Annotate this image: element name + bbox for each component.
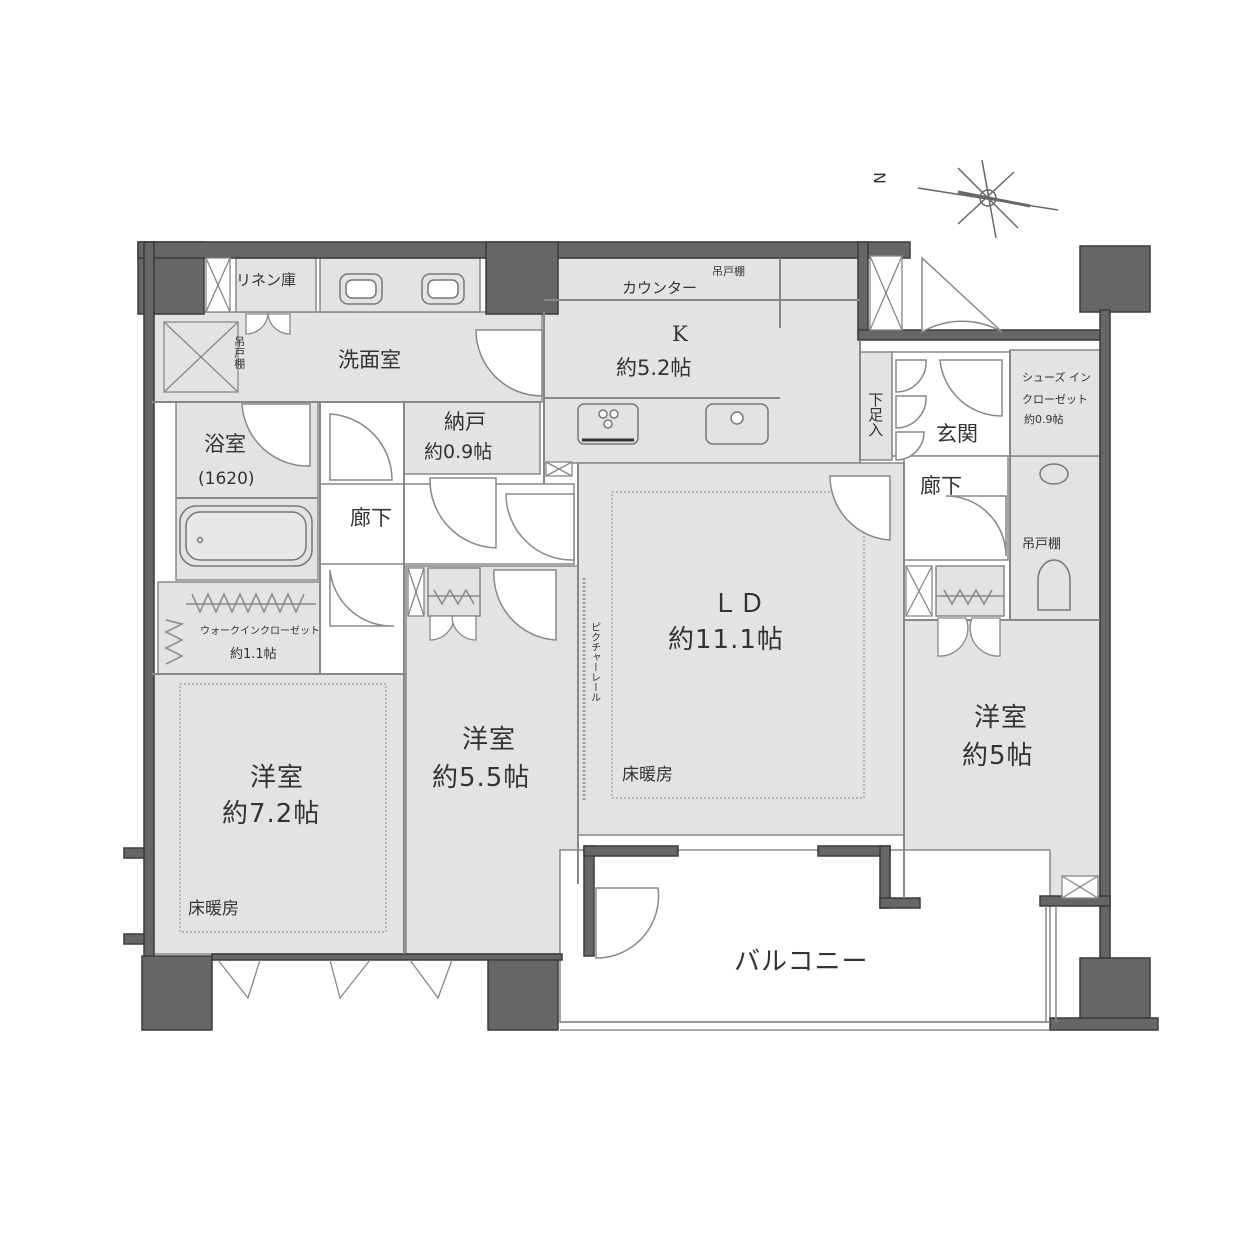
bath-size: (1620): [198, 469, 255, 489]
ld-floor: [577, 462, 905, 836]
column-top-right: [1079, 245, 1151, 313]
linen-floor: [235, 257, 317, 313]
linen-label: リネン庫: [236, 271, 297, 289]
western1-label: 洋室: [250, 763, 305, 793]
kitchen-label: K: [672, 322, 688, 346]
western1-floor-heating: 床暖房: [188, 899, 239, 919]
pipe-spaces: [163, 255, 1099, 899]
shoebox-label: 下足入: [866, 392, 885, 437]
balcony-rail: [560, 906, 1057, 1031]
western2-label: 洋室: [462, 725, 517, 755]
entrance-label: 玄関: [936, 422, 978, 446]
western1-size: 約7.2帖: [222, 799, 321, 829]
western2-size: 約5.5帖: [432, 763, 531, 793]
walls: [123, 241, 1159, 1031]
compass-rose-icon: [917, 159, 1059, 239]
floor-heating-zones: [179, 491, 865, 933]
column-bottom-right: [1079, 957, 1151, 1029]
shoebox-floor: [859, 351, 893, 461]
storage-size: 約0.9帖: [424, 441, 493, 463]
closet-hangers: [164, 565, 1005, 665]
column-bottom-mid: [487, 955, 559, 1031]
toilet-icon: [1037, 559, 1071, 611]
kitchen-size: 約5.2帖: [616, 356, 692, 380]
closet-doors: [217, 313, 1001, 1000]
walkin-label: ウォークインクローゼット: [200, 626, 320, 637]
shoe-closet-size: 約0.9帖: [1024, 413, 1064, 426]
column-bottom-left: [141, 955, 213, 1031]
ld-size: 約11.1帖: [668, 625, 784, 655]
walkin-size: 約1.1帖: [230, 647, 277, 662]
compass-north-label: N: [870, 172, 889, 184]
western1-floor: [151, 673, 407, 955]
toilet-shelf-label: 吊戸棚: [1022, 537, 1062, 552]
fixtures: [179, 273, 1071, 611]
shoe-closet-line1: シューズ イン: [1022, 371, 1091, 384]
bath-label: 浴室: [204, 432, 246, 456]
storage-floor: [403, 401, 541, 475]
column-top-mid: [485, 241, 559, 315]
washroom-shelf-label: 吊戸棚: [232, 336, 246, 369]
picture-rail-label: ピクチャーレール: [588, 622, 600, 702]
ld-floor-heating: 床暖房: [622, 765, 673, 785]
hallway-left-label: 廊下: [350, 506, 392, 530]
toilet-tank-icon: [1039, 463, 1069, 485]
balcony-label: バルコニー: [734, 947, 869, 977]
counter-shelf-label: 吊戸棚: [712, 265, 745, 278]
partitions: [152, 258, 1100, 954]
door-swings: [241, 256, 1007, 959]
western3-size: 約5帖: [962, 741, 1034, 771]
washroom-label: 洗面室: [338, 348, 401, 372]
western3-label: 洋室: [974, 703, 1029, 733]
storage-label: 納戸: [444, 410, 486, 434]
ld-label: ＬＤ: [712, 589, 767, 619]
shoe-closet-line2: クローゼット: [1022, 393, 1088, 406]
counter-label: カウンター: [622, 279, 698, 297]
hallway-right-label: 廊下: [920, 474, 962, 498]
